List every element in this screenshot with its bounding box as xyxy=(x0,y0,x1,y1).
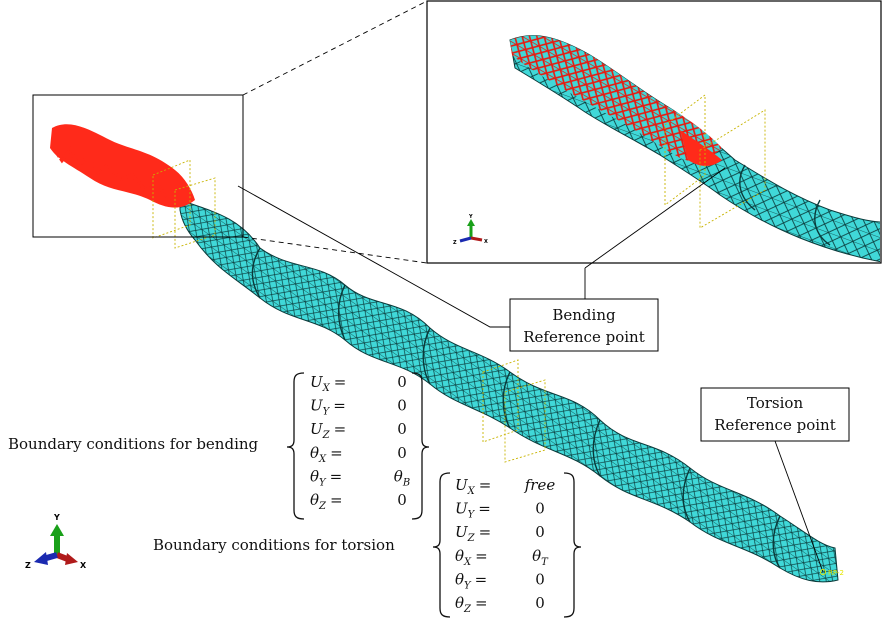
bending-bc-value-4: θB xyxy=(394,467,410,488)
bending-bc-row-3: θX= xyxy=(310,444,343,465)
axis-z-label: Z xyxy=(25,561,31,570)
bending-bc-label: Boundary conditions for bending xyxy=(8,435,259,453)
axis-x-label: X xyxy=(80,561,87,570)
bending-right-brace xyxy=(411,372,430,520)
bending-bc-value-2: 0 xyxy=(397,420,407,438)
torsion-bc-row-4: θY= xyxy=(455,570,487,591)
torsion-bc-row-3: θX= xyxy=(455,547,488,568)
torsion-right-brace xyxy=(563,472,582,618)
bending-bc-row-4: θY= xyxy=(310,467,342,488)
torsion-boundary-conditions: Boundary conditions for torsion UX= freeU… xyxy=(153,472,582,618)
bending-bc-row-1: UY= xyxy=(310,397,346,418)
torsion-bc-value-4: 0 xyxy=(535,570,545,588)
bending-callout-line2: Reference point xyxy=(523,328,644,346)
torsion-bc-row-2: UZ= xyxy=(455,523,491,544)
bending-bc-value-5: 0 xyxy=(397,491,407,509)
torsion-bc-label: Boundary conditions for torsion xyxy=(153,536,395,554)
bending-bc-value-1: 0 xyxy=(397,397,407,415)
bending-callout: Bending Reference point xyxy=(237,167,726,352)
bending-bc-value-3: 0 xyxy=(397,444,407,462)
bending-bc-value-0: 0 xyxy=(397,373,407,391)
bending-callout-line1: Bending xyxy=(552,306,616,324)
torsion-callout-line1: Torsion xyxy=(747,394,804,412)
torsion-reference-point xyxy=(820,569,826,575)
torsion-bc-value-3: θT xyxy=(532,547,549,568)
torsion-bc-value-1: 0 xyxy=(535,500,545,518)
zoom-inset: Y X Z xyxy=(426,0,882,264)
zoom-source-box xyxy=(32,94,244,238)
bending-boundary-conditions: Boundary conditions for bending UX=0UY=0… xyxy=(8,372,430,520)
axis-triad: Y X Z xyxy=(25,513,87,570)
bending-bc-row-0: UX= xyxy=(310,373,346,394)
zoom-leader-bottom xyxy=(242,236,428,264)
torsion-bc-row-0: UX= xyxy=(455,476,491,497)
torsion-bc-value-2: 0 xyxy=(535,523,545,541)
svg-text:Z: Z xyxy=(453,240,457,246)
inset-axis-triad: Y X Z xyxy=(453,214,488,246)
constrained-end-main xyxy=(50,124,195,208)
torsion-bc-value-5: 0 xyxy=(535,594,545,612)
bending-bc-row-5: θZ= xyxy=(310,491,343,512)
torsion-bc-row-5: θZ= xyxy=(455,594,488,615)
bending-reference-planes-main xyxy=(152,159,216,249)
torsion-bc-row-1: UY= xyxy=(455,500,491,521)
bending-left-brace xyxy=(286,372,305,520)
svg-text:X: X xyxy=(484,239,488,245)
torsion-left-brace xyxy=(432,472,451,618)
torsion-bc-value-0: free xyxy=(524,476,556,494)
svg-text:Y: Y xyxy=(468,214,473,220)
axis-y-label: Y xyxy=(53,513,60,522)
rp-tag: RP-2 xyxy=(828,569,844,577)
constrained-end-inset xyxy=(510,35,722,162)
zoom-leader-top xyxy=(242,0,428,96)
bending-bc-row-2: UZ= xyxy=(310,420,346,441)
torsion-callout-line2: Reference point xyxy=(714,416,835,434)
torsion-callout: Torsion Reference point RP-2 xyxy=(700,387,850,577)
midspan-reference-planes xyxy=(482,359,546,463)
